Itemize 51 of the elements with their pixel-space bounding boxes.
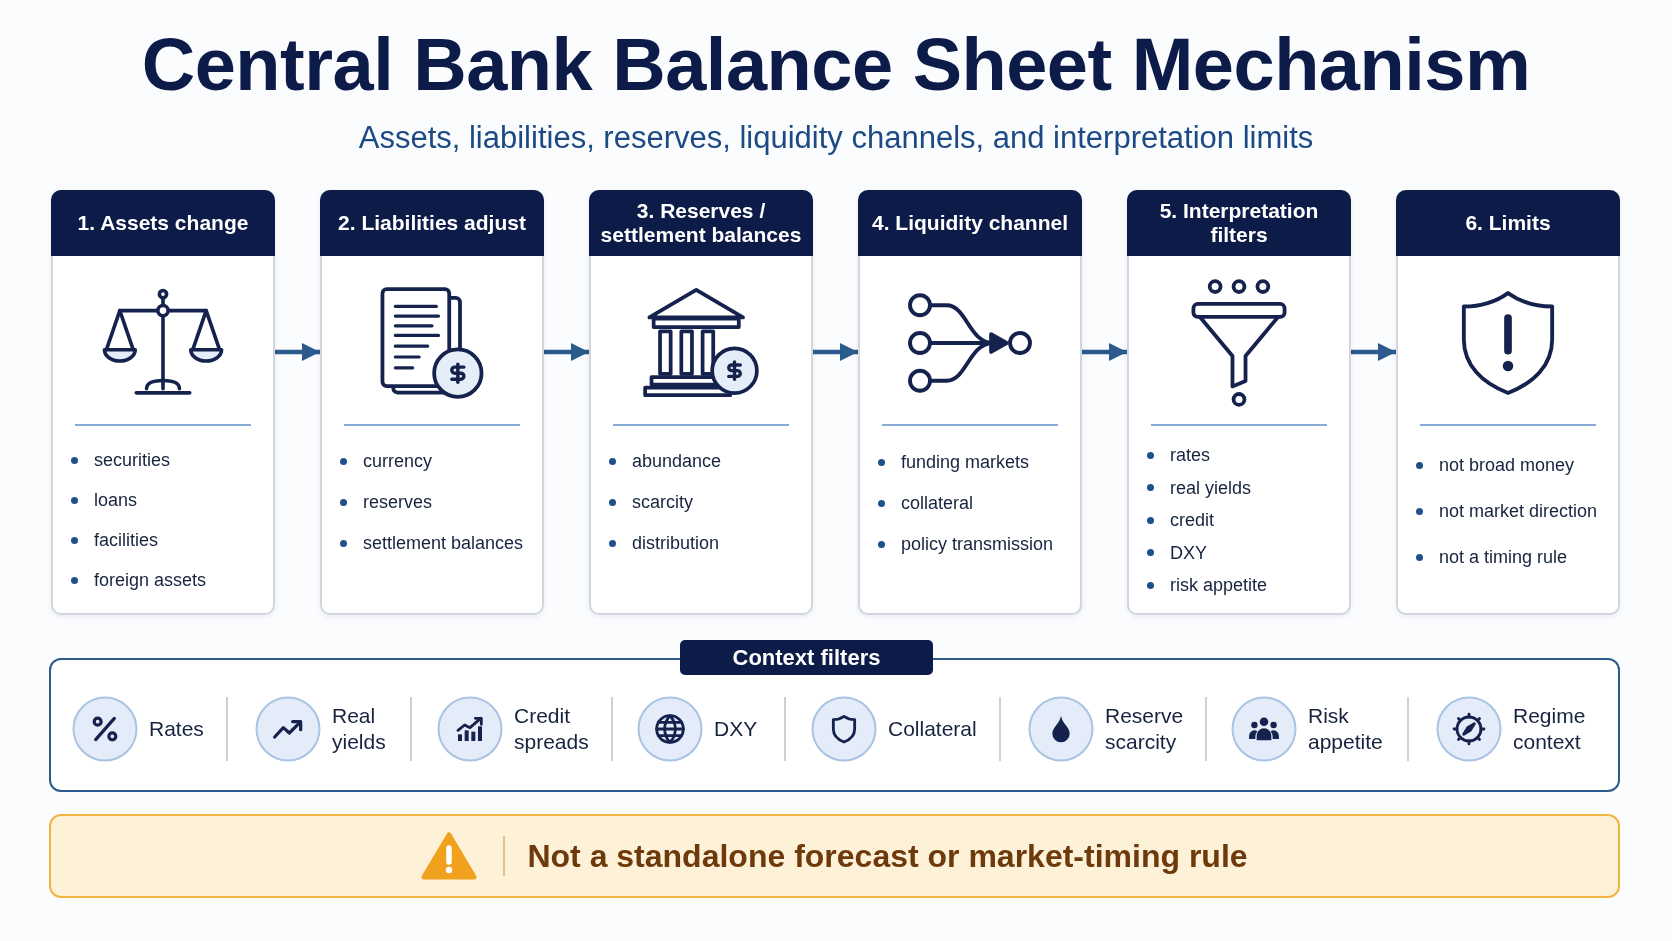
section-tab: Context filters bbox=[680, 640, 933, 675]
arrow bbox=[544, 343, 589, 361]
bullet-text: rates bbox=[1170, 444, 1211, 466]
filter-label: Collateral bbox=[888, 715, 977, 742]
subtitle: Assets, liabilities, reserves, liquidity channels, and interpretation limits bbox=[358, 119, 1314, 157]
arrow bbox=[813, 343, 858, 361]
card-header: 6. Limits bbox=[1396, 190, 1620, 256]
bullet-text: facilities bbox=[94, 529, 159, 551]
arrow bbox=[275, 343, 320, 361]
bullet-text: distribution bbox=[632, 532, 720, 554]
step-card bbox=[1127, 190, 1351, 615]
diagram-title: Central Bank Balance Sheet Mechanism bbox=[141, 24, 1531, 106]
step-card bbox=[858, 190, 1082, 615]
step-card bbox=[51, 190, 275, 615]
bullet-text: currency bbox=[363, 450, 433, 472]
bullet-text: settlement balances bbox=[363, 532, 524, 554]
bullet-text: not a timing rule bbox=[1439, 546, 1568, 568]
filter-label: Rates bbox=[149, 715, 204, 742]
card-header: 3. Reserves / settlement balances bbox=[589, 190, 813, 256]
bullet-text: DXY bbox=[1170, 541, 1207, 564]
bullet-text: funding markets bbox=[901, 451, 1030, 473]
bullet-text: risk appetite bbox=[1170, 574, 1268, 596]
arrow bbox=[1082, 343, 1127, 361]
bullet-text: collateral bbox=[901, 492, 974, 514]
filter-label: Reserve scarcity bbox=[1105, 702, 1184, 755]
warning-banner bbox=[49, 814, 1620, 898]
bullet-text: loans bbox=[94, 489, 138, 511]
bullet-text: not broad money bbox=[1439, 454, 1575, 476]
bullet-text: not market direction bbox=[1439, 500, 1598, 522]
step-card bbox=[1396, 190, 1620, 615]
step-card bbox=[320, 190, 544, 615]
card-header: 2. Liabilities adjust bbox=[320, 190, 544, 256]
filter-label: Risk appetite bbox=[1308, 702, 1383, 755]
card-header: 5. Interpretation filters bbox=[1127, 190, 1351, 256]
bullet-text: credit bbox=[1170, 509, 1214, 531]
filter-label: Real yields bbox=[332, 702, 386, 755]
filter-label: Credit spreads bbox=[514, 702, 589, 755]
bullet-text: reserves bbox=[363, 491, 433, 513]
filter-label: Regime context bbox=[1513, 702, 1586, 755]
warning-text: Not a standalone forecast or market-timing rule bbox=[527, 837, 1248, 875]
bullet-text: policy transmission bbox=[901, 533, 1054, 555]
filter-label: DXY bbox=[714, 715, 758, 742]
card-header: 4. Liquidity channel bbox=[858, 190, 1082, 256]
card-header: 1. Assets change bbox=[51, 190, 275, 256]
bullet-text: abundance bbox=[632, 450, 722, 472]
arrow bbox=[1351, 343, 1396, 361]
bullet-text: real yields bbox=[1170, 476, 1252, 499]
bullet-text: securities bbox=[94, 449, 171, 471]
step-card bbox=[589, 190, 813, 615]
bullet-text: scarcity bbox=[632, 491, 693, 513]
bullet-text: foreign assets bbox=[94, 569, 207, 591]
